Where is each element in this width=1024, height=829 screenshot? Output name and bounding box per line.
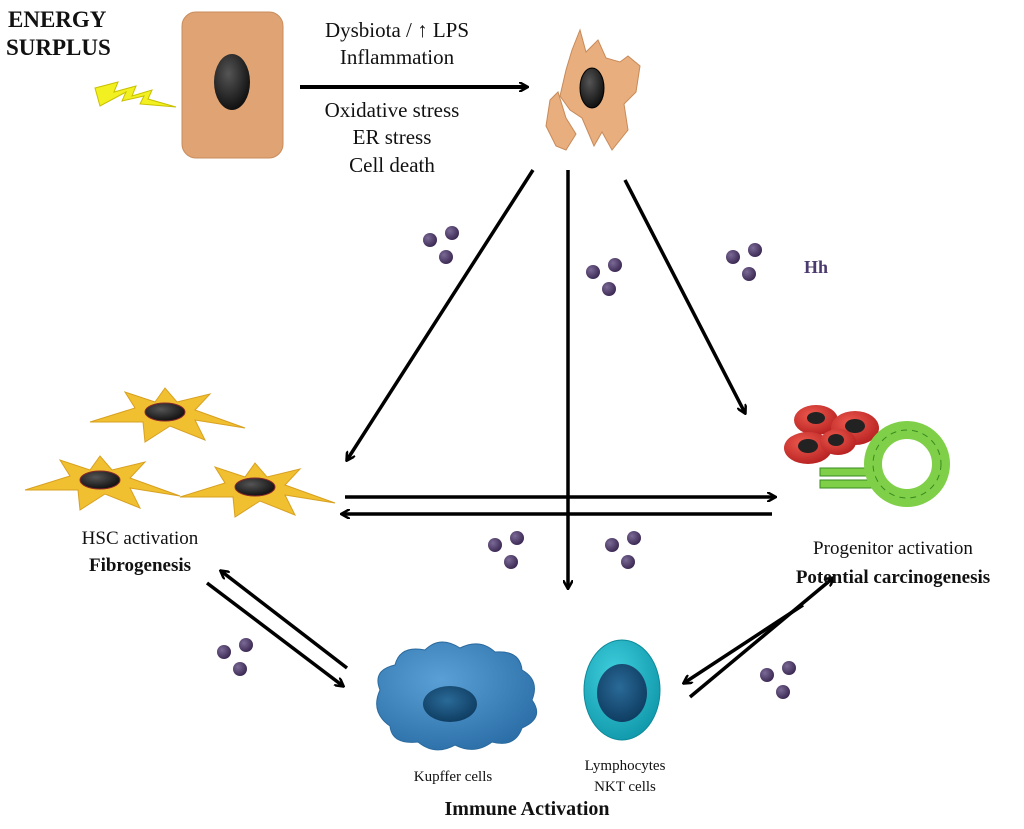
energy-label-line1: ENERGY [8,7,107,32]
hedgehog-dot [748,243,762,257]
arrow-progenitor-to-immune [684,603,804,683]
fibrogenesis-label: Fibrogenesis [89,555,191,576]
hedgehog-dot-cluster [488,531,524,569]
label-inflammation: Inflammation [340,45,455,69]
hedgehog-dot [726,250,740,264]
damaged-hepatocyte [545,28,641,151]
arrow-hsc-to-immune [205,581,343,686]
hedgehog-dot [488,538,502,552]
label-dysbiota: Dysbiota / ↑ LPS [325,18,469,42]
arrow-immune-to-hsc [221,571,349,670]
hedgehog-dot [239,638,253,652]
hedgehog-dot [586,265,600,279]
hedgehog-dot [217,645,231,659]
progenitor-cells [784,405,950,507]
hsc-cell [89,387,246,443]
hedgehog-dot [439,250,453,264]
hedgehog-dot [602,282,616,296]
hedgehog-dot [423,233,437,247]
hedgehog-dot-cluster [423,226,459,264]
hedgehog-dot-cluster [605,531,641,569]
lightning-icon [94,81,177,108]
hsc-cells [24,387,336,518]
hedgehog-ligand-dots [217,226,796,699]
label-cell-death: Cell death [349,153,435,177]
hsc-cell [24,455,181,511]
hepatocyte-cell [181,11,284,159]
hedgehog-dot [608,258,622,272]
arrow-immune-to-progenitor [688,578,833,699]
kupffer-cell [376,641,538,751]
arrow-damaged-to-progenitor [623,179,745,413]
hedgehog-dot [742,267,756,281]
nkt-cells-label: NKT cells [594,779,656,795]
kupffer-cells-label: Kupffer cells [414,769,493,785]
hh-label: Hh [804,257,828,277]
label-er-stress: ER stress [353,125,432,149]
hedgehog-dot-cluster [586,258,622,296]
hedgehog-dot-cluster [217,638,253,676]
hedgehog-dot [510,531,524,545]
immune-activation-label: Immune Activation [445,798,610,820]
energy-label-line2: SURPLUS [6,35,111,60]
hedgehog-dot-cluster [760,661,796,699]
hsc-activation-label: HSC activation [82,528,199,549]
hedgehog-dot [782,661,796,675]
hedgehog-dot [760,668,774,682]
hedgehog-dot [233,662,247,676]
potential-carcinogenesis-label: Potential carcinogenesis [796,567,990,588]
hedgehog-dot-cluster [726,243,762,281]
arrow-damaged-to-hsc [347,169,535,460]
hedgehog-dot [605,538,619,552]
hedgehog-dot [504,555,518,569]
hsc-cell [179,462,336,518]
hedgehog-dot [627,531,641,545]
hedgehog-dot [621,555,635,569]
label-oxidative-stress: Oxidative stress [325,98,460,122]
progenitor-activation-label: Progenitor activation [813,538,973,559]
lymphocyte-cell [583,639,661,741]
lymphocytes-label: Lymphocytes [585,758,666,774]
hedgehog-dot [445,226,459,240]
hedgehog-dot [776,685,790,699]
